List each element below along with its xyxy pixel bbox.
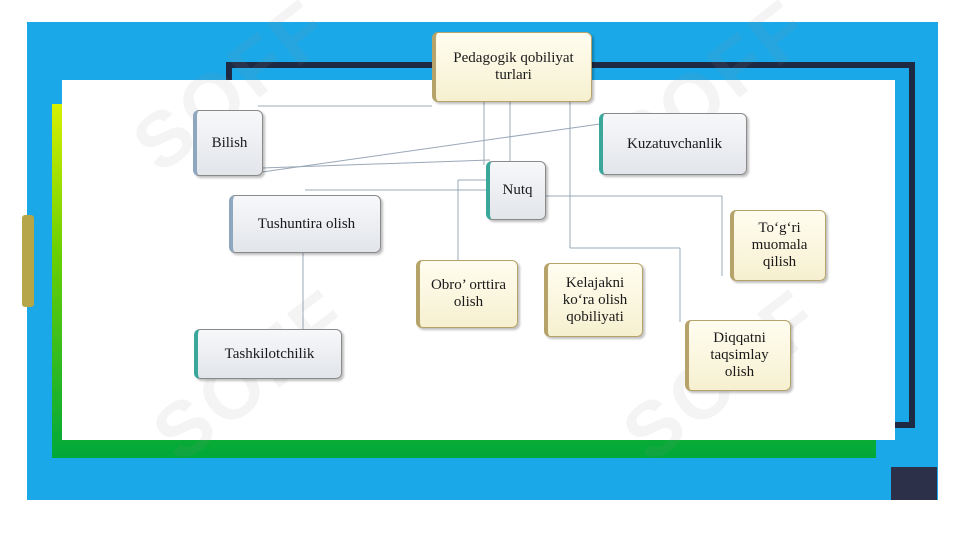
node-tashkilotchilik: Tashkilotchilik <box>194 329 342 379</box>
node-bilish: Bilish <box>193 110 263 176</box>
node-tushuntira-olish: Tushuntira olish <box>229 195 381 253</box>
root-node: Pedagogik qobiliyat turlari <box>432 32 592 102</box>
node-diqqatni-taqsimlay-olish: Diqqatni taqsimlay olish <box>685 320 791 391</box>
node-obro-orttira-olish: Obro’ orttira olish <box>416 260 518 328</box>
corner-block <box>891 467 937 500</box>
node-togri-muomala-qilish: To‘g‘ri muomala qilish <box>730 210 826 281</box>
node-nutq: Nutq <box>486 161 546 220</box>
node-kelajakni-kora-olish: Kelajakni ko‘ra olish qobiliyati <box>544 263 643 337</box>
connector-bilish-kuzat <box>261 123 601 173</box>
side-tab <box>22 215 34 307</box>
node-kuzatuvchanlik: Kuzatuvchanlik <box>599 113 747 175</box>
